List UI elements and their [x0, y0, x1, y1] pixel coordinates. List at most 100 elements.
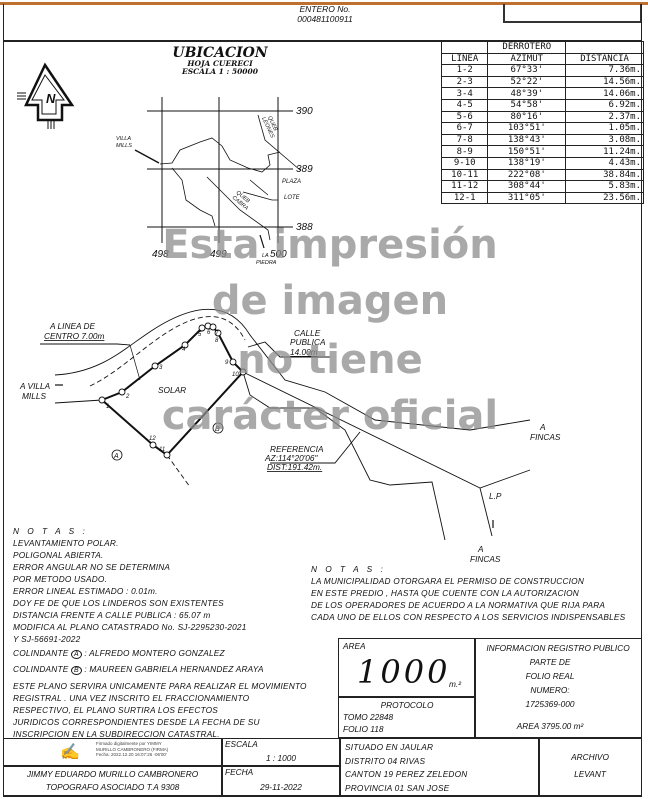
cell-azimut: 222°08'	[487, 168, 567, 182]
colindante-b-mark: B	[71, 666, 82, 675]
note-line: ESTE PLANO SERVIRA UNICAMENTE PARA REALI…	[13, 681, 307, 691]
publica-label: PUBLICA	[290, 337, 326, 347]
colindante-b-letter: B	[215, 426, 220, 433]
note-line: ERROR ANGULAR NO SE DETERMINA	[13, 562, 171, 572]
map-label-villa: VILLA	[116, 136, 131, 142]
vertex-label: 2	[125, 394, 130, 400]
digital-sig-line-1: Firmado digitalmente por YIMMY	[96, 741, 162, 746]
cell-linea: 8-9	[440, 145, 489, 158]
cell-linea: 6-7	[440, 122, 489, 135]
linea-centro-label: A LINEA DE	[49, 321, 95, 331]
note-line: POLIGONAL ABIERTA.	[13, 550, 104, 560]
colindante-b-marker	[212, 422, 224, 434]
derrotero-title-row: DERROTERO	[440, 41, 644, 54]
note-line: INSCRIPCION EN LA SUBDIRECCION CATASTRAL…	[13, 729, 220, 739]
cell-azimut: 308°44'	[487, 180, 567, 193]
watermark-line-4: carácter oficial	[161, 393, 499, 439]
distrito: DISTRITO 04 RIVAS	[345, 755, 426, 766]
registro-parte: PARTE DE	[529, 657, 571, 667]
provincia: PROVINCIA 01 SAN JOSE	[345, 782, 450, 793]
sheet-frame	[3, 4, 642, 797]
cell-linea: 9-10	[440, 156, 489, 170]
cell-linea: 11-12	[440, 180, 489, 193]
fincas-right-label: FINCAS	[530, 432, 561, 442]
north-arrow-icon	[17, 62, 75, 129]
vertex-label: 1	[106, 404, 109, 410]
note-line: POR METODO USADO.	[13, 574, 108, 584]
protocolo-title: PROTOCOLO	[380, 700, 434, 710]
cell-linea: 10-11	[440, 168, 489, 182]
vertex-marker	[98, 396, 106, 404]
fincas-right-a: A	[539, 422, 546, 432]
vertex-marker	[118, 388, 126, 396]
note-line: LEVANTAMIENTO POLAR.	[13, 538, 119, 548]
location-grid	[147, 97, 293, 243]
vertex-marker	[214, 329, 222, 337]
vertex-label: 4	[182, 347, 186, 353]
note-line: EN ESTE PREDIO , HASTA QUE CUENTE CON LA…	[311, 588, 579, 598]
vertex-label: 12	[149, 436, 156, 442]
cell-distancia: 4.43m.	[565, 156, 644, 170]
note-line: RESPECTIVO, EL PLANO SURTIRA LOS EFECTOS	[13, 705, 219, 715]
note-line: DOY FE DE QUE LOS LINDEROS SON EXISTENTE…	[13, 598, 224, 608]
ubicacion-scale: ESCALA 1 : 50000	[182, 67, 258, 76]
cell-linea: 7-8	[440, 133, 489, 147]
vertex-label: 7	[215, 331, 219, 337]
location-features	[134, 114, 301, 249]
cell-distancia: 14.56m.	[565, 75, 644, 89]
digital-sig-line-2: MURILLO CAMBRONERO (FIRMA)	[96, 746, 169, 752]
situacion-block: SITUADO EN JAULAR DISTRITO 04 RIVAS CANT…	[345, 741, 467, 795]
vertex-marker	[163, 451, 171, 459]
protocolo-tomo: TOMO 22848	[343, 712, 394, 722]
registro-box: INFORMACION REGISTRO PUBLICO PARTE DE FO…	[474, 638, 642, 738]
entero-label: ENTERO No.	[299, 4, 351, 14]
derrotero-header-row: LINEA AZIMUT DISTANCIA	[440, 52, 644, 66]
notes-right: N O T A S : LA MUNICIPALIDAD OTORGARA EL…	[311, 563, 625, 623]
registro-numero: 1725369-000	[525, 699, 575, 709]
villa-mills-label-a: A VILLA	[19, 381, 51, 391]
cell-linea: 5-6	[440, 110, 489, 124]
grid-y-389: 389	[296, 164, 313, 175]
north-letter: N	[46, 91, 56, 106]
map-label-lote: LOTE	[284, 195, 301, 201]
colindante-b-prefix: COLINDANTE	[13, 664, 69, 674]
registro-area: AREA 3795.00 m²	[516, 721, 584, 731]
area-value: 1000	[357, 653, 451, 691]
cell-azimut: 311°05'	[487, 191, 567, 205]
note-line: MODIFICA AL PLANO CATASTRADO No. SJ-2295…	[13, 622, 247, 632]
registro-numero-label: NUMERO:	[530, 685, 570, 695]
vertex-marker	[151, 362, 159, 370]
grid-y-390: 390	[296, 106, 313, 117]
cell-distancia: 23.56m.	[565, 191, 644, 205]
solar-label: SOLAR	[158, 385, 186, 395]
escala-value: 1 : 1000	[266, 753, 296, 763]
referencia-label: REFERENCIA	[270, 444, 324, 454]
calle-width: 14.00m	[290, 347, 318, 357]
signature-mark-icon: ✍	[60, 744, 80, 761]
protocolo-folio: FOLIO 118	[343, 724, 384, 734]
ubicacion-title: UBICACION	[172, 45, 268, 61]
notes-left-title: N O T A S :	[13, 526, 88, 536]
note-line: JURIDICOS CORRESPONDIENTES DESDE LA FECH…	[13, 717, 260, 727]
cell-distancia: 1.05m.	[565, 122, 644, 135]
note-line: ERROR LINEAL ESTIMADO : 0.01m.	[13, 586, 158, 596]
map-label-mills: MILLS	[116, 143, 132, 149]
vertex-label: 5	[198, 332, 202, 338]
vertex-marker	[198, 324, 206, 332]
vertex-marker	[209, 323, 217, 331]
vertex-marker	[239, 368, 247, 376]
note-line: DE LOS OPERADORES DE ACUERDO A LA NORMAT…	[311, 600, 606, 610]
grid-x-499: 499	[210, 249, 227, 260]
note-line: DISTANCIA FRENTE A CALLE PUBLICA : 65.07…	[13, 610, 211, 620]
ubicacion-sheet: HOJA CUERECI	[187, 59, 253, 68]
